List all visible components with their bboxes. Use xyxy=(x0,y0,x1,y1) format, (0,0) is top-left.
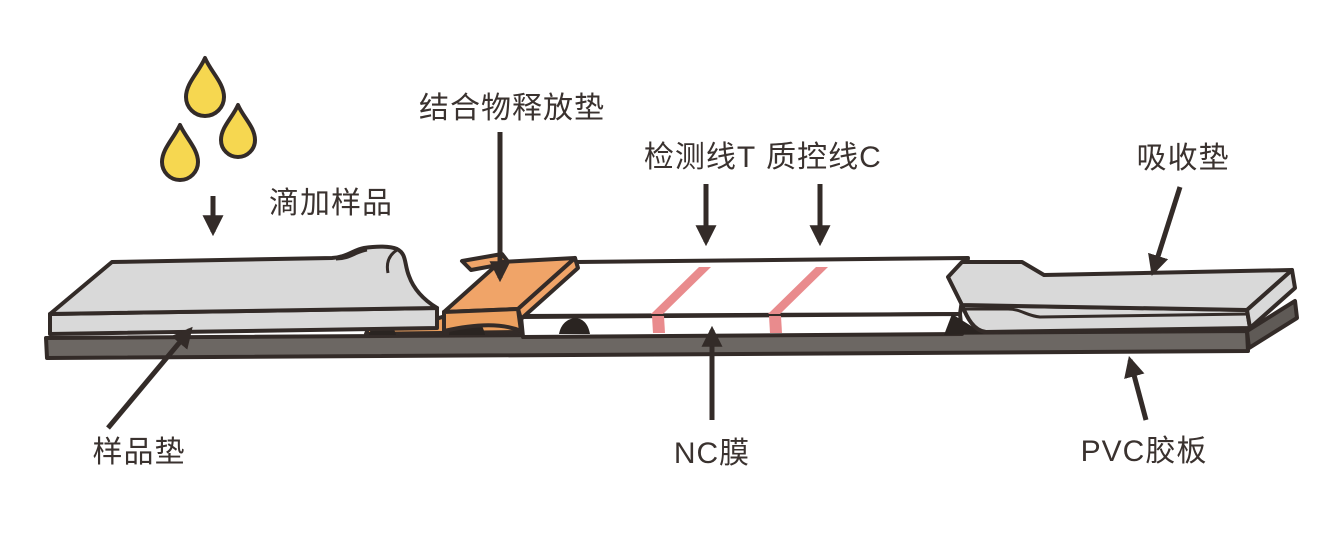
label-test-line: 检测线T xyxy=(643,141,757,174)
arrow-absorbent-pad xyxy=(1148,186,1183,277)
arrow-pvc-backing xyxy=(1124,355,1149,421)
label-sample-pad: 样品垫 xyxy=(92,436,186,469)
arrow-sample-pad xyxy=(106,326,193,430)
test-line-t xyxy=(651,267,711,333)
control-line-c xyxy=(768,267,828,333)
label-absorbent-pad: 吸收垫 xyxy=(1136,142,1230,175)
label-add-sample: 滴加样品 xyxy=(269,187,393,220)
absorbent-pad xyxy=(944,260,1297,335)
annotation-arrows xyxy=(106,132,1183,430)
label-pvc-backing: PVC胶板 xyxy=(1080,435,1208,468)
nc-membrane xyxy=(519,256,970,339)
sample-droplets-icon xyxy=(160,56,257,182)
label-conjugate-pad: 结合物释放垫 xyxy=(419,92,605,125)
label-nc-membrane: NC膜 xyxy=(673,437,751,470)
label-control-line: 质控线C xyxy=(766,141,882,174)
sample-pad xyxy=(48,244,439,336)
conjugate-release-pad xyxy=(442,256,580,333)
